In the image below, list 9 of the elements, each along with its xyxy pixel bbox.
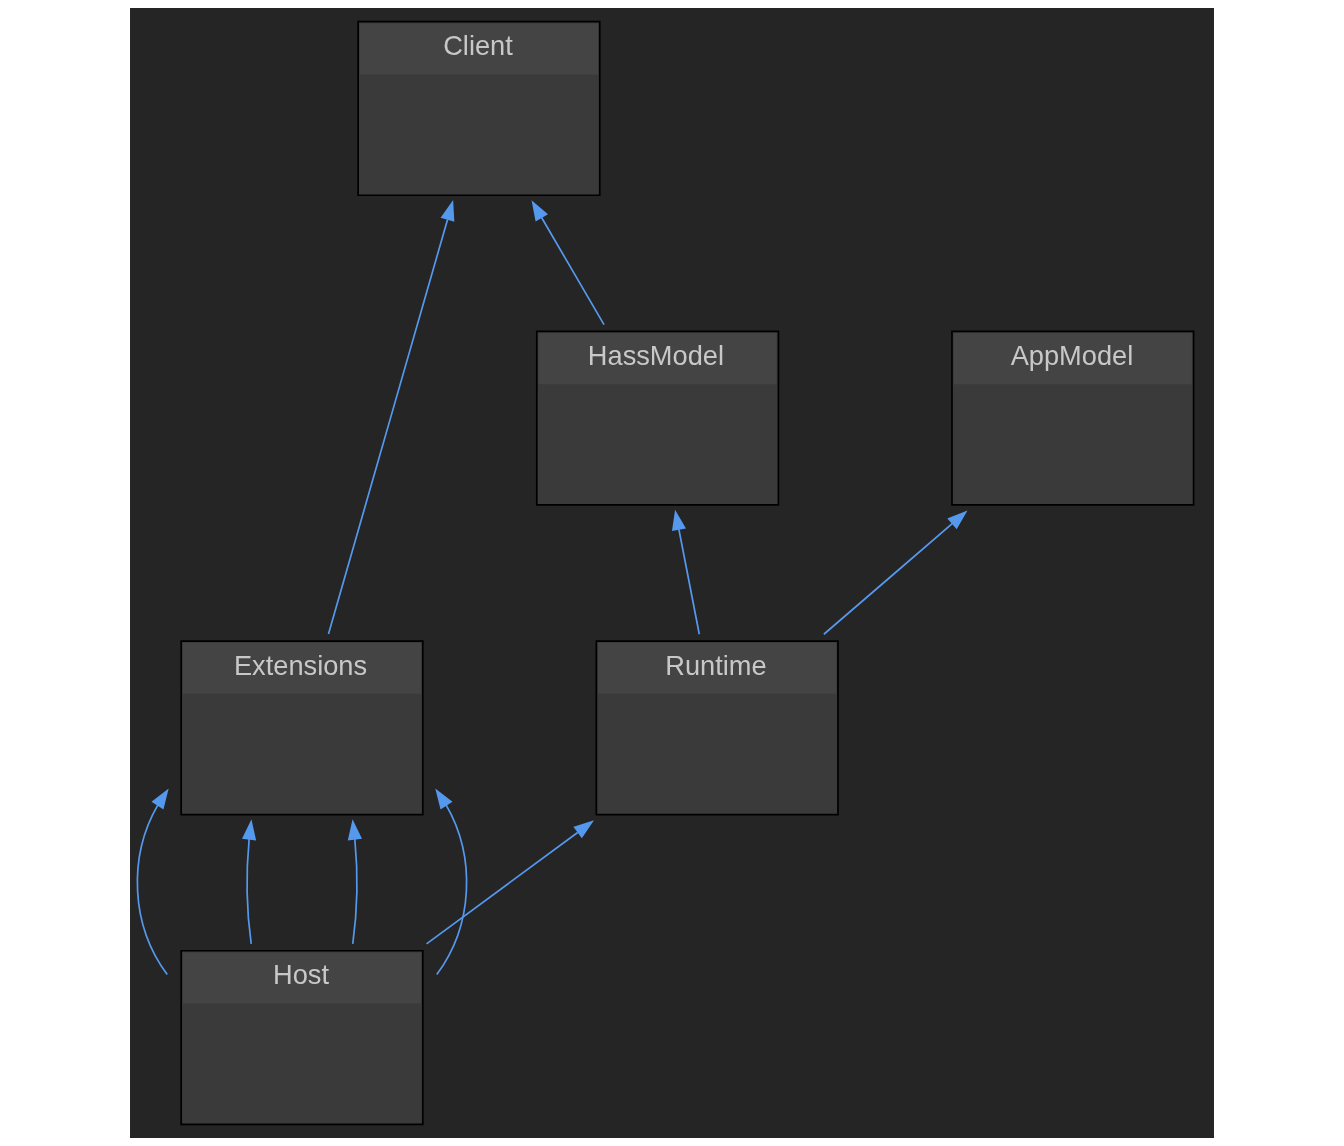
- arrow: [347, 819, 362, 945]
- arrow: [531, 200, 605, 326]
- arrow: [435, 788, 468, 976]
- arrow: [241, 819, 257, 945]
- arrow: [327, 200, 455, 635]
- arrow: [823, 510, 968, 636]
- arrow: [671, 509, 701, 636]
- arrow: [136, 788, 169, 976]
- arrow: [425, 820, 595, 945]
